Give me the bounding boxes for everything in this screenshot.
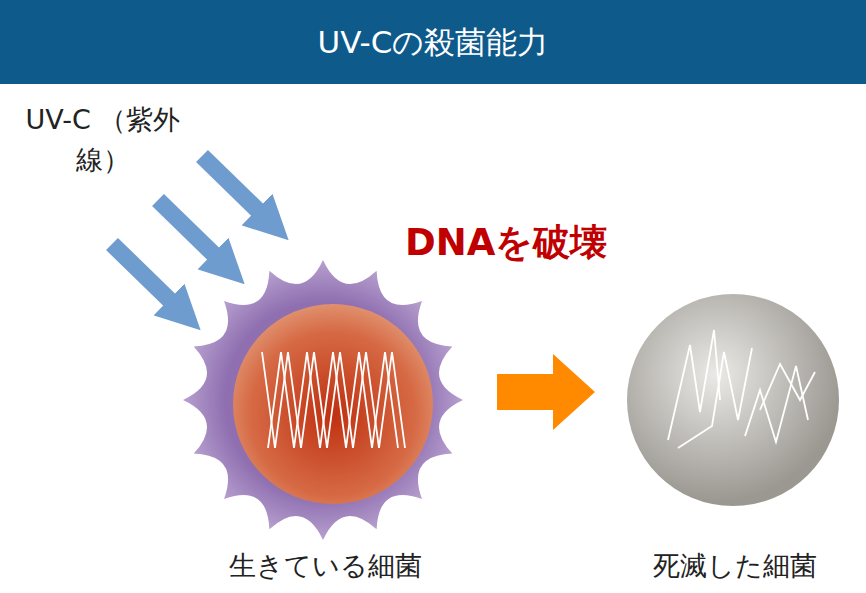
uv-label: UV-C （紫外線） [18, 100, 188, 180]
cell-body [627, 294, 839, 506]
block-arrow [497, 354, 595, 430]
bacterium-label: 生きている細菌 [160, 548, 490, 584]
bacterium-label: 死滅した細菌 [600, 548, 866, 584]
bacterium-shape [180, 258, 470, 588]
broken-dna [760, 364, 815, 410]
bacterium: 死滅した細菌 [620, 288, 850, 588]
dna-strand [262, 352, 405, 448]
cell-membrane [183, 260, 463, 540]
broken-dna [745, 366, 808, 442]
bacterium-shape [620, 288, 850, 588]
bacterium: 生きている細菌 [180, 258, 470, 588]
dna-strand [268, 352, 398, 448]
broken-dna [678, 348, 752, 448]
title-text: UV-Cの殺菌能力 [0, 0, 866, 84]
effect-label: DNAを破壊 [405, 218, 607, 268]
cell-body [233, 304, 433, 504]
